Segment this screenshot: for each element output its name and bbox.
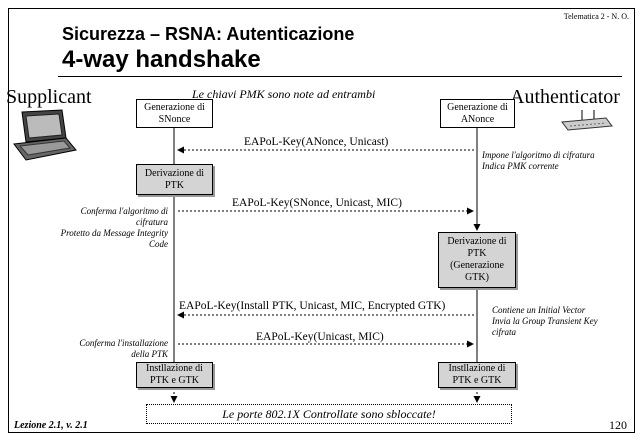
authenticator-anonce-box: Generazione di ANonce (440, 99, 515, 128)
supplicant-ptk-box: Derivazione di PTK (136, 164, 213, 195)
note-snonce: Conferma l'algoritmo di cifratura Protet… (60, 206, 168, 249)
authenticator-install-box: Instllazione di PTK e GTK (438, 362, 516, 388)
supplicant-snonce-box: Generazione di SNonce (136, 99, 213, 128)
course-header: Telematica 2 - N. O. (563, 12, 629, 21)
router-icon (561, 110, 613, 131)
pmk-note: Le chiavi PMK sono note ad entrambi (192, 87, 376, 101)
note-ptk-install: Conferma l'installazione della PTK (79, 338, 168, 359)
supplicant-label: Supplicant (6, 86, 92, 108)
laptop-icon (13, 109, 77, 161)
supplicant-install-box: Instllazione di PTK e GTK (136, 362, 213, 388)
title-divider (58, 76, 622, 77)
authenticator-ptk-box: Derivazione di PTK (Generazione GTK) (438, 232, 516, 288)
note-anonce: Impone l'algoritmo di cifratura Indica P… (482, 150, 595, 171)
message-3-label: EAPoL-Key(Install PTK, Unicast, MIC, Enc… (179, 300, 446, 312)
ports-unlocked-box: Le porte 802.1X Controllate sono sblocca… (146, 404, 512, 424)
page-number: 120 (609, 418, 627, 432)
message-4-label: EAPoL-Key(Unicast, MIC) (256, 331, 384, 343)
slide-subtitle: 4-way handshake (62, 46, 261, 73)
lesson-label: Lezione 2.1, v. 2.1 (14, 420, 88, 431)
message-1-label: EAPoL-Key(ANonce, Unicast) (244, 136, 389, 148)
message-2-label: EAPoL-Key(SNonce, Unicast, MIC) (232, 197, 402, 209)
note-gtk: Contiene un Initial Vector Invia la Grou… (492, 305, 598, 337)
slide-title: Sicurezza – RSNA: Autenticazione (62, 24, 355, 44)
slide-frame (8, 8, 635, 433)
authenticator-label: Authenticator (510, 86, 620, 108)
